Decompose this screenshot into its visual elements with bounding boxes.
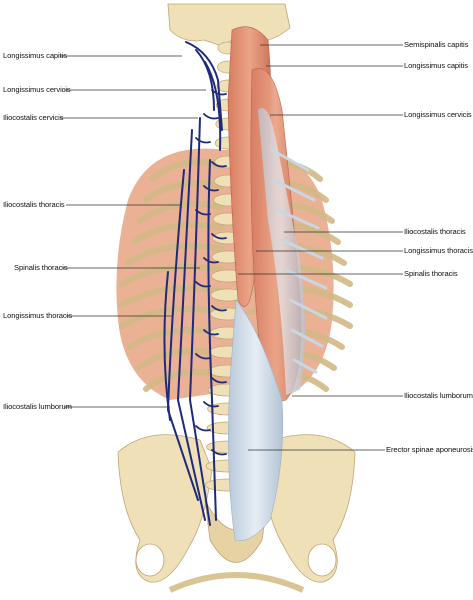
skull-base xyxy=(167,3,291,47)
label-semispinalis-capitis-right: Semispinalis capitis xyxy=(404,40,469,49)
label-iliocostalis-cervicis-left: Iliocostalis cervicis xyxy=(3,113,64,122)
rib-left xyxy=(119,264,225,287)
rib-left xyxy=(143,180,225,203)
label-iliocostalis-lumborum-left: Iliocostalis lumborum xyxy=(3,402,72,411)
rib-left xyxy=(131,222,225,245)
right-muscle-group xyxy=(227,26,328,542)
label-iliocostalis-thoracis-left: Iliocostalis thoracis xyxy=(3,200,65,209)
label-longissimus-capitis-left: Longissimus capitis xyxy=(3,51,67,60)
label-longissimus-cervicis-left: Longissimus cervicis xyxy=(3,85,71,94)
label-iliocostalis-thoracis-right: Iliocostalis thoracis xyxy=(404,227,466,236)
label-longissimus-cervicis-right: Longissimus cervicis xyxy=(404,110,472,119)
label-iliocostalis-lumborum-right: Iliocostalis lumborum xyxy=(404,391,473,400)
left-line-diagram xyxy=(163,41,227,526)
label-spinalis-thoracis-left: Spinalis thoracis xyxy=(14,263,68,272)
label-erector-spinae-aponeurosis: Erector spinae aponeurosis xyxy=(386,445,473,454)
rib-left xyxy=(125,243,225,266)
rib-left xyxy=(137,201,225,224)
label-longissimus-capitis-right: Longissimus capitis xyxy=(404,61,468,70)
label-spinalis-thoracis-right: Spinalis thoracis xyxy=(404,269,458,278)
label-longissimus-thoracis-left: Longissimus thoracis xyxy=(3,311,72,320)
label-longissimus-thoracis-right: Longissimus thoracis xyxy=(404,246,473,255)
leader-lines xyxy=(60,44,403,451)
